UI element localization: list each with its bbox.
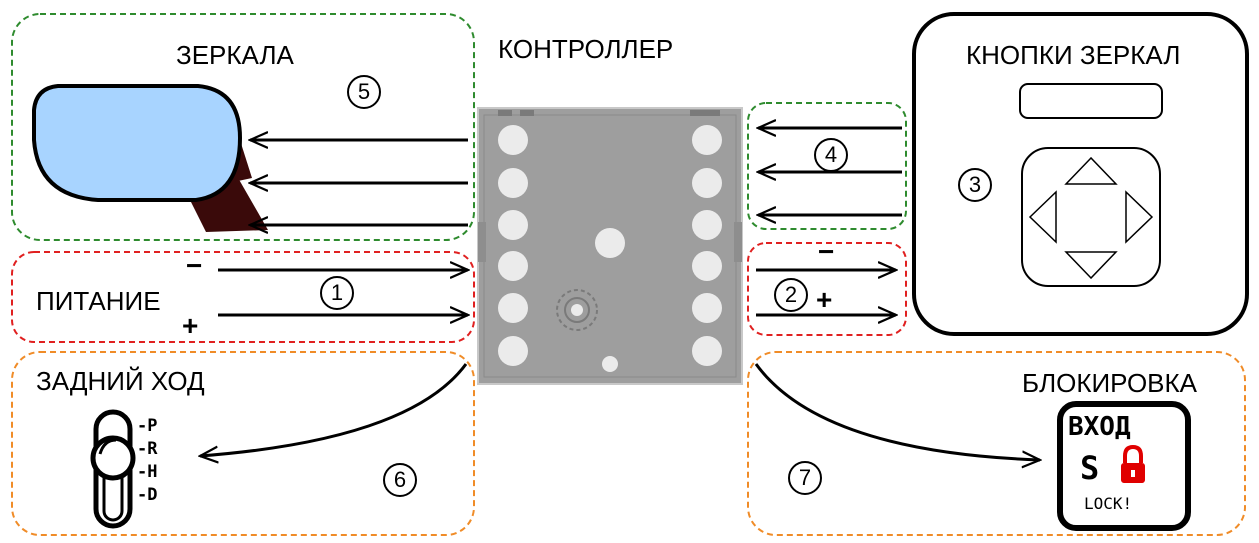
arrow-up-icon bbox=[1064, 156, 1118, 185]
gear-h-label: -H bbox=[137, 462, 158, 482]
gear-selector-icon bbox=[90, 409, 136, 529]
lock-button-s: S bbox=[1080, 449, 1100, 487]
number-badge-2: 2 bbox=[774, 278, 808, 312]
output-group-box bbox=[747, 242, 907, 336]
pin-left-1 bbox=[498, 125, 528, 155]
center-pin bbox=[595, 228, 625, 258]
arrow-down-icon bbox=[1064, 251, 1118, 280]
gear-r-label: -R bbox=[137, 439, 158, 459]
pin-right-3 bbox=[692, 210, 722, 240]
controller-board bbox=[477, 107, 743, 385]
lock-button-top-text: ВХОД bbox=[1068, 412, 1131, 442]
pin-left-6 bbox=[498, 336, 528, 366]
mirror-select-button bbox=[1019, 83, 1163, 119]
power-plus-sign: + bbox=[182, 310, 199, 341]
pin-left-3 bbox=[498, 210, 528, 240]
lock-button-bottom-text: LOCK! bbox=[1084, 494, 1133, 513]
pin-right-1 bbox=[692, 125, 722, 155]
buzzer-outer bbox=[556, 289, 598, 331]
arrow-left-icon bbox=[1028, 190, 1057, 244]
lock-group-box bbox=[747, 351, 1246, 536]
number-badge-5: 5 bbox=[347, 75, 381, 109]
output-minus-sign: − bbox=[818, 236, 835, 267]
mirror-glass bbox=[32, 84, 243, 202]
number-badge-4: 4 bbox=[814, 138, 848, 172]
arrow-right-icon bbox=[1125, 190, 1154, 244]
reverse-title: ЗАДНИЙ ХОД bbox=[36, 366, 205, 396]
pin-left-2 bbox=[498, 168, 528, 198]
output-plus-sign: + bbox=[816, 284, 833, 315]
mirrors-title: ЗЕРКАЛА bbox=[176, 40, 294, 70]
gear-d-label: -D bbox=[137, 485, 158, 505]
mirror-link-group-box bbox=[747, 102, 907, 230]
buzzer-core bbox=[571, 304, 583, 316]
number-badge-3: 3 bbox=[958, 168, 992, 202]
gear-p-label: -P bbox=[137, 416, 158, 436]
number-badge-7: 7 bbox=[788, 461, 822, 495]
dpad bbox=[1021, 147, 1161, 287]
pin-right-2 bbox=[692, 168, 722, 198]
lock-title: БЛОКИРОВКА bbox=[1022, 368, 1198, 398]
power-minus-sign: − bbox=[186, 250, 203, 281]
pin-left-4 bbox=[498, 251, 528, 281]
power-title: ПИТАНИЕ bbox=[36, 286, 161, 316]
bottom-hole bbox=[602, 356, 618, 372]
controller-title: КОНТРОЛЛЕР bbox=[498, 34, 674, 64]
pin-right-6 bbox=[692, 336, 722, 366]
mirror-buttons-title: КНОПКИ ЗЕРКАЛ bbox=[966, 40, 1181, 70]
pin-left-5 bbox=[498, 293, 528, 323]
number-badge-6: 6 bbox=[383, 463, 417, 497]
pin-right-5 bbox=[692, 293, 722, 323]
power-group-box bbox=[11, 251, 475, 343]
arrow-to-lock bbox=[754, 363, 1040, 460]
arrow-to-reverse bbox=[200, 363, 468, 456]
mirrors-group-box bbox=[11, 13, 475, 241]
lock-button-icon bbox=[1057, 401, 1191, 531]
buzzer-mid bbox=[564, 297, 590, 323]
reverse-group-box bbox=[11, 351, 475, 536]
pin-right-4 bbox=[692, 251, 722, 281]
number-badge-1: 1 bbox=[320, 276, 354, 310]
